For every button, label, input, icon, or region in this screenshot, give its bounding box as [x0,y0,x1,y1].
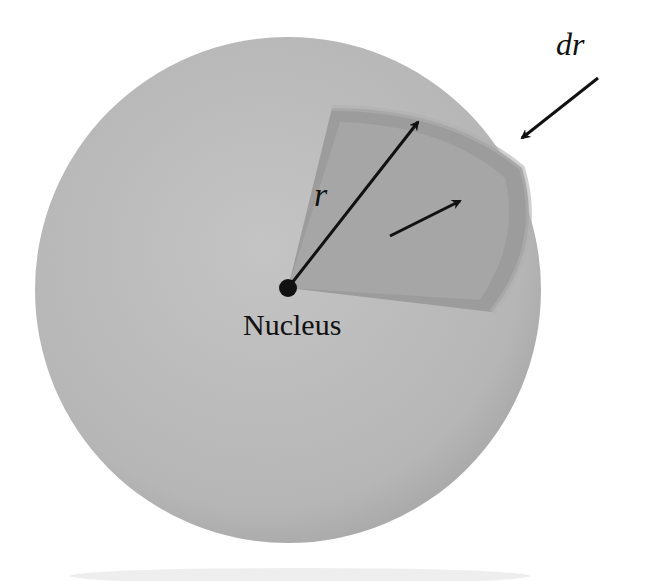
shadow [70,568,530,581]
nucleus-label: Nucleus [243,310,341,340]
shell-thickness [332,108,529,312]
shell-pointer-arrow [522,78,598,138]
radius-arrow [288,122,418,288]
sector-inner-shading [288,122,509,300]
spherical-sector [288,108,529,312]
sphere [35,37,541,543]
radius-label: r [314,178,327,212]
shell-label: dr [556,28,584,60]
outward-arrow [390,201,460,236]
nucleus-dot [279,279,297,297]
